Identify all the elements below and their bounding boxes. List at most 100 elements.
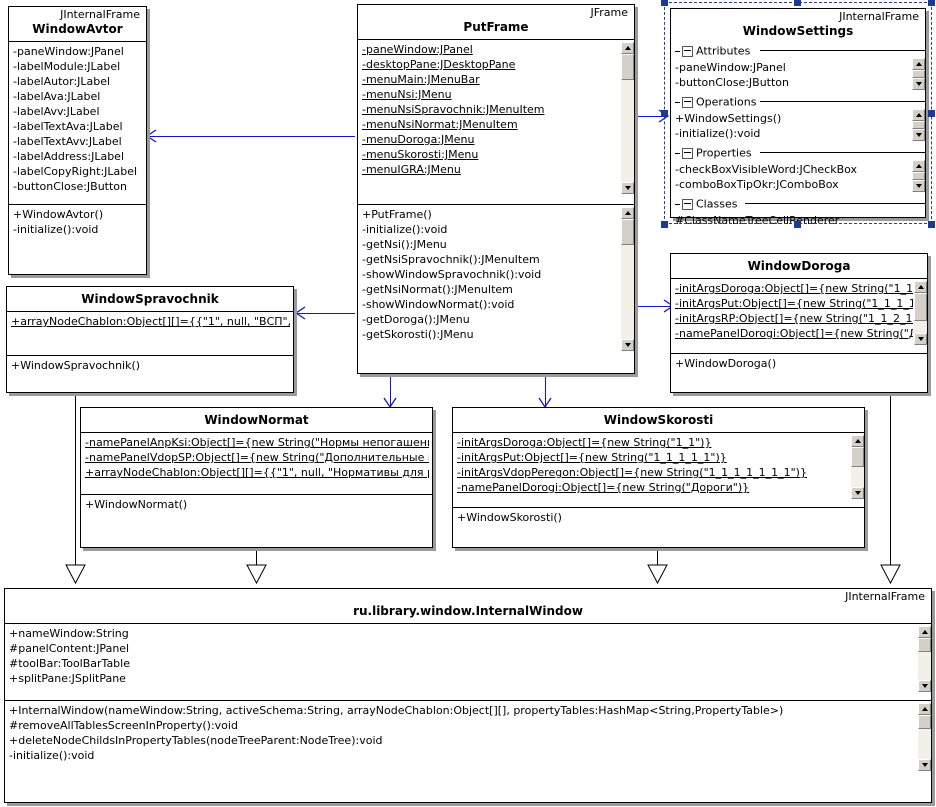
divider xyxy=(81,432,432,433)
scrollbar-track[interactable] xyxy=(621,54,634,182)
dependency-line-putframe-windowskorosti xyxy=(545,374,546,407)
attributes-scrollbar[interactable] xyxy=(850,435,864,499)
class-box-window-doroga[interactable]: WindowDoroga -initArgsDoroga:Object[]={n… xyxy=(670,253,928,393)
operation-row: -getNsiNormat():JMenuItem xyxy=(362,283,513,296)
operation-row: +WindowSettings() xyxy=(675,112,782,125)
attribute-row: -initArgsVdopPeregon:Object[]={new Strin… xyxy=(457,466,807,479)
operation-row: +WindowSpravochnik() xyxy=(11,359,141,372)
attribute-row: -labelAddress:JLabel xyxy=(13,150,125,163)
attributes-scrollbar[interactable] xyxy=(620,42,634,194)
class-box-put-frame[interactable]: JFrame PutFrame -paneWindow:JPanel -desk… xyxy=(357,4,635,374)
scrollbar-thumb[interactable] xyxy=(912,172,925,180)
divider xyxy=(358,204,634,205)
divider xyxy=(358,39,634,40)
operation-row: +WindowDoroga() xyxy=(675,357,777,370)
divider xyxy=(5,623,931,624)
class-name: WindowDoroga xyxy=(747,259,851,273)
selection-handle-e[interactable] xyxy=(928,110,935,117)
group-line-right xyxy=(745,203,925,204)
inheritance-line-windowspravochnik xyxy=(75,393,76,565)
class-stereotype: JInternalFrame xyxy=(845,590,925,603)
scroll-up-icon[interactable] xyxy=(918,626,931,638)
scrollbar-thumb[interactable] xyxy=(912,121,925,129)
scrollbar-thumb[interactable] xyxy=(621,54,634,80)
attribute-row: -namePanelDorogi:Object[]={new String("Д… xyxy=(675,327,924,340)
class-name: WindowSkorosti xyxy=(603,413,714,427)
scroll-down-icon[interactable] xyxy=(912,180,925,192)
scroll-up-icon[interactable] xyxy=(914,281,927,293)
operations-compartment: +WindowSpravochnik() xyxy=(7,356,293,375)
attribute-row: -initArgsRP:Object[]={new String("1_1_2_… xyxy=(675,312,924,325)
scroll-down-icon[interactable] xyxy=(621,182,634,194)
class-box-window-settings[interactable]: JInternalFrame WindowSettings Attributes… xyxy=(670,8,926,227)
scroll-up-icon[interactable] xyxy=(621,207,634,219)
scrollbar-thumb[interactable] xyxy=(918,638,931,652)
attribute-row: -initArgsDoroga:Object[]={new String("1_… xyxy=(675,282,924,295)
scroll-down-icon[interactable] xyxy=(851,487,864,499)
scroll-up-icon[interactable] xyxy=(912,109,925,121)
operations-compartment: +InternalWindow(nameWindow:String, activ… xyxy=(5,701,931,779)
attribute-row: -paneWindow:JPanel xyxy=(362,43,473,56)
class-stereotype: JInternalFrame xyxy=(839,10,919,23)
operation-row: +InternalWindow(nameWindow:String, activ… xyxy=(9,704,784,717)
collapse-icon[interactable] xyxy=(682,45,693,57)
attribute-row: -initArgsDoroga:Object[]={new String("1_… xyxy=(457,436,712,449)
selection-handle-sw[interactable] xyxy=(661,221,668,228)
class-box-window-avtor[interactable]: JInternalFrame WindowAvtor -paneWindow:J… xyxy=(8,6,147,275)
scroll-up-icon[interactable] xyxy=(621,42,634,54)
divider xyxy=(453,507,864,508)
scroll-down-icon[interactable] xyxy=(912,129,925,141)
attributes-scrollbar[interactable] xyxy=(913,281,927,345)
scroll-up-icon[interactable] xyxy=(918,703,931,715)
selection-handle-n[interactable] xyxy=(794,0,801,6)
attributes-scrollbar[interactable] xyxy=(911,58,925,90)
scroll-down-icon[interactable] xyxy=(912,78,925,90)
scroll-down-icon[interactable] xyxy=(918,680,931,692)
scroll-up-icon[interactable] xyxy=(851,435,864,447)
operation-row: -initialize():void xyxy=(675,127,761,140)
operations-scrollbar[interactable] xyxy=(620,207,634,351)
class-box-window-skorosti[interactable]: WindowSkorosti -initArgsDoroga:Object[]=… xyxy=(452,407,865,548)
scrollbar-thumb[interactable] xyxy=(918,715,931,729)
scrollbar-thumb[interactable] xyxy=(621,219,634,245)
scroll-up-icon[interactable] xyxy=(912,58,925,70)
scrollbar-thumb[interactable] xyxy=(914,293,927,321)
collapse-icon[interactable] xyxy=(682,198,693,210)
collapse-icon[interactable] xyxy=(682,96,693,108)
class-box-internal-window[interactable]: JInternalFrame ru.library.window.Interna… xyxy=(4,588,932,803)
scrollbar-track[interactable] xyxy=(621,219,634,339)
class-box-window-spravochnik[interactable]: WindowSpravochnik +arrayNodeChablon:Obje… xyxy=(6,286,294,393)
scroll-up-icon[interactable] xyxy=(912,160,925,172)
selection-handle-s[interactable] xyxy=(794,221,801,228)
dependency-line-putframe-windowdoroga xyxy=(635,306,673,307)
scroll-down-icon[interactable] xyxy=(918,759,931,771)
attributes-compartment: +arrayNodeChablon:Object[][]={{"1", null… xyxy=(7,312,293,355)
selection-handle-ne[interactable] xyxy=(928,0,935,6)
scrollbar-thumb[interactable] xyxy=(851,447,864,467)
selection-handle-w[interactable] xyxy=(661,110,668,117)
scroll-down-icon[interactable] xyxy=(914,333,927,345)
class-box-window-normat[interactable]: WindowNormat -namePanelAnpKsi:Object[]={… xyxy=(80,407,433,548)
collapse-icon[interactable] xyxy=(682,147,693,159)
group-header-properties[interactable]: Properties xyxy=(671,145,925,160)
attribute-row: -paneWindow:JPanel xyxy=(13,45,124,58)
operations-scrollbar[interactable] xyxy=(917,703,931,771)
attributes-compartment: -paneWindow:JPanel -desktopPane:JDesktop… xyxy=(358,40,634,204)
scrollbar-thumb[interactable] xyxy=(912,70,925,78)
group-header-classes[interactable]: Classes xyxy=(671,196,925,211)
group-header-operations[interactable]: Operations xyxy=(671,94,925,109)
selection-handle-se[interactable] xyxy=(928,221,935,228)
operations-scrollbar[interactable] xyxy=(911,109,925,141)
operation-row: -initialize():void xyxy=(9,749,95,762)
class-name: WindowSettings xyxy=(742,24,854,38)
attribute-row: -namePanelDorogi:Object[]={new String("Д… xyxy=(457,481,750,494)
properties-scrollbar[interactable] xyxy=(911,160,925,192)
class-name: WindowSpravochnik xyxy=(81,292,219,306)
group-header-attributes[interactable]: Attributes xyxy=(671,43,925,58)
attributes-scrollbar[interactable] xyxy=(917,626,931,692)
scroll-down-icon[interactable] xyxy=(621,339,634,351)
divider xyxy=(9,41,146,42)
selection-handle-nw[interactable] xyxy=(661,0,668,6)
attribute-row: -menuIGRA:JMenu xyxy=(362,163,461,176)
group-label: Operations xyxy=(696,95,757,109)
